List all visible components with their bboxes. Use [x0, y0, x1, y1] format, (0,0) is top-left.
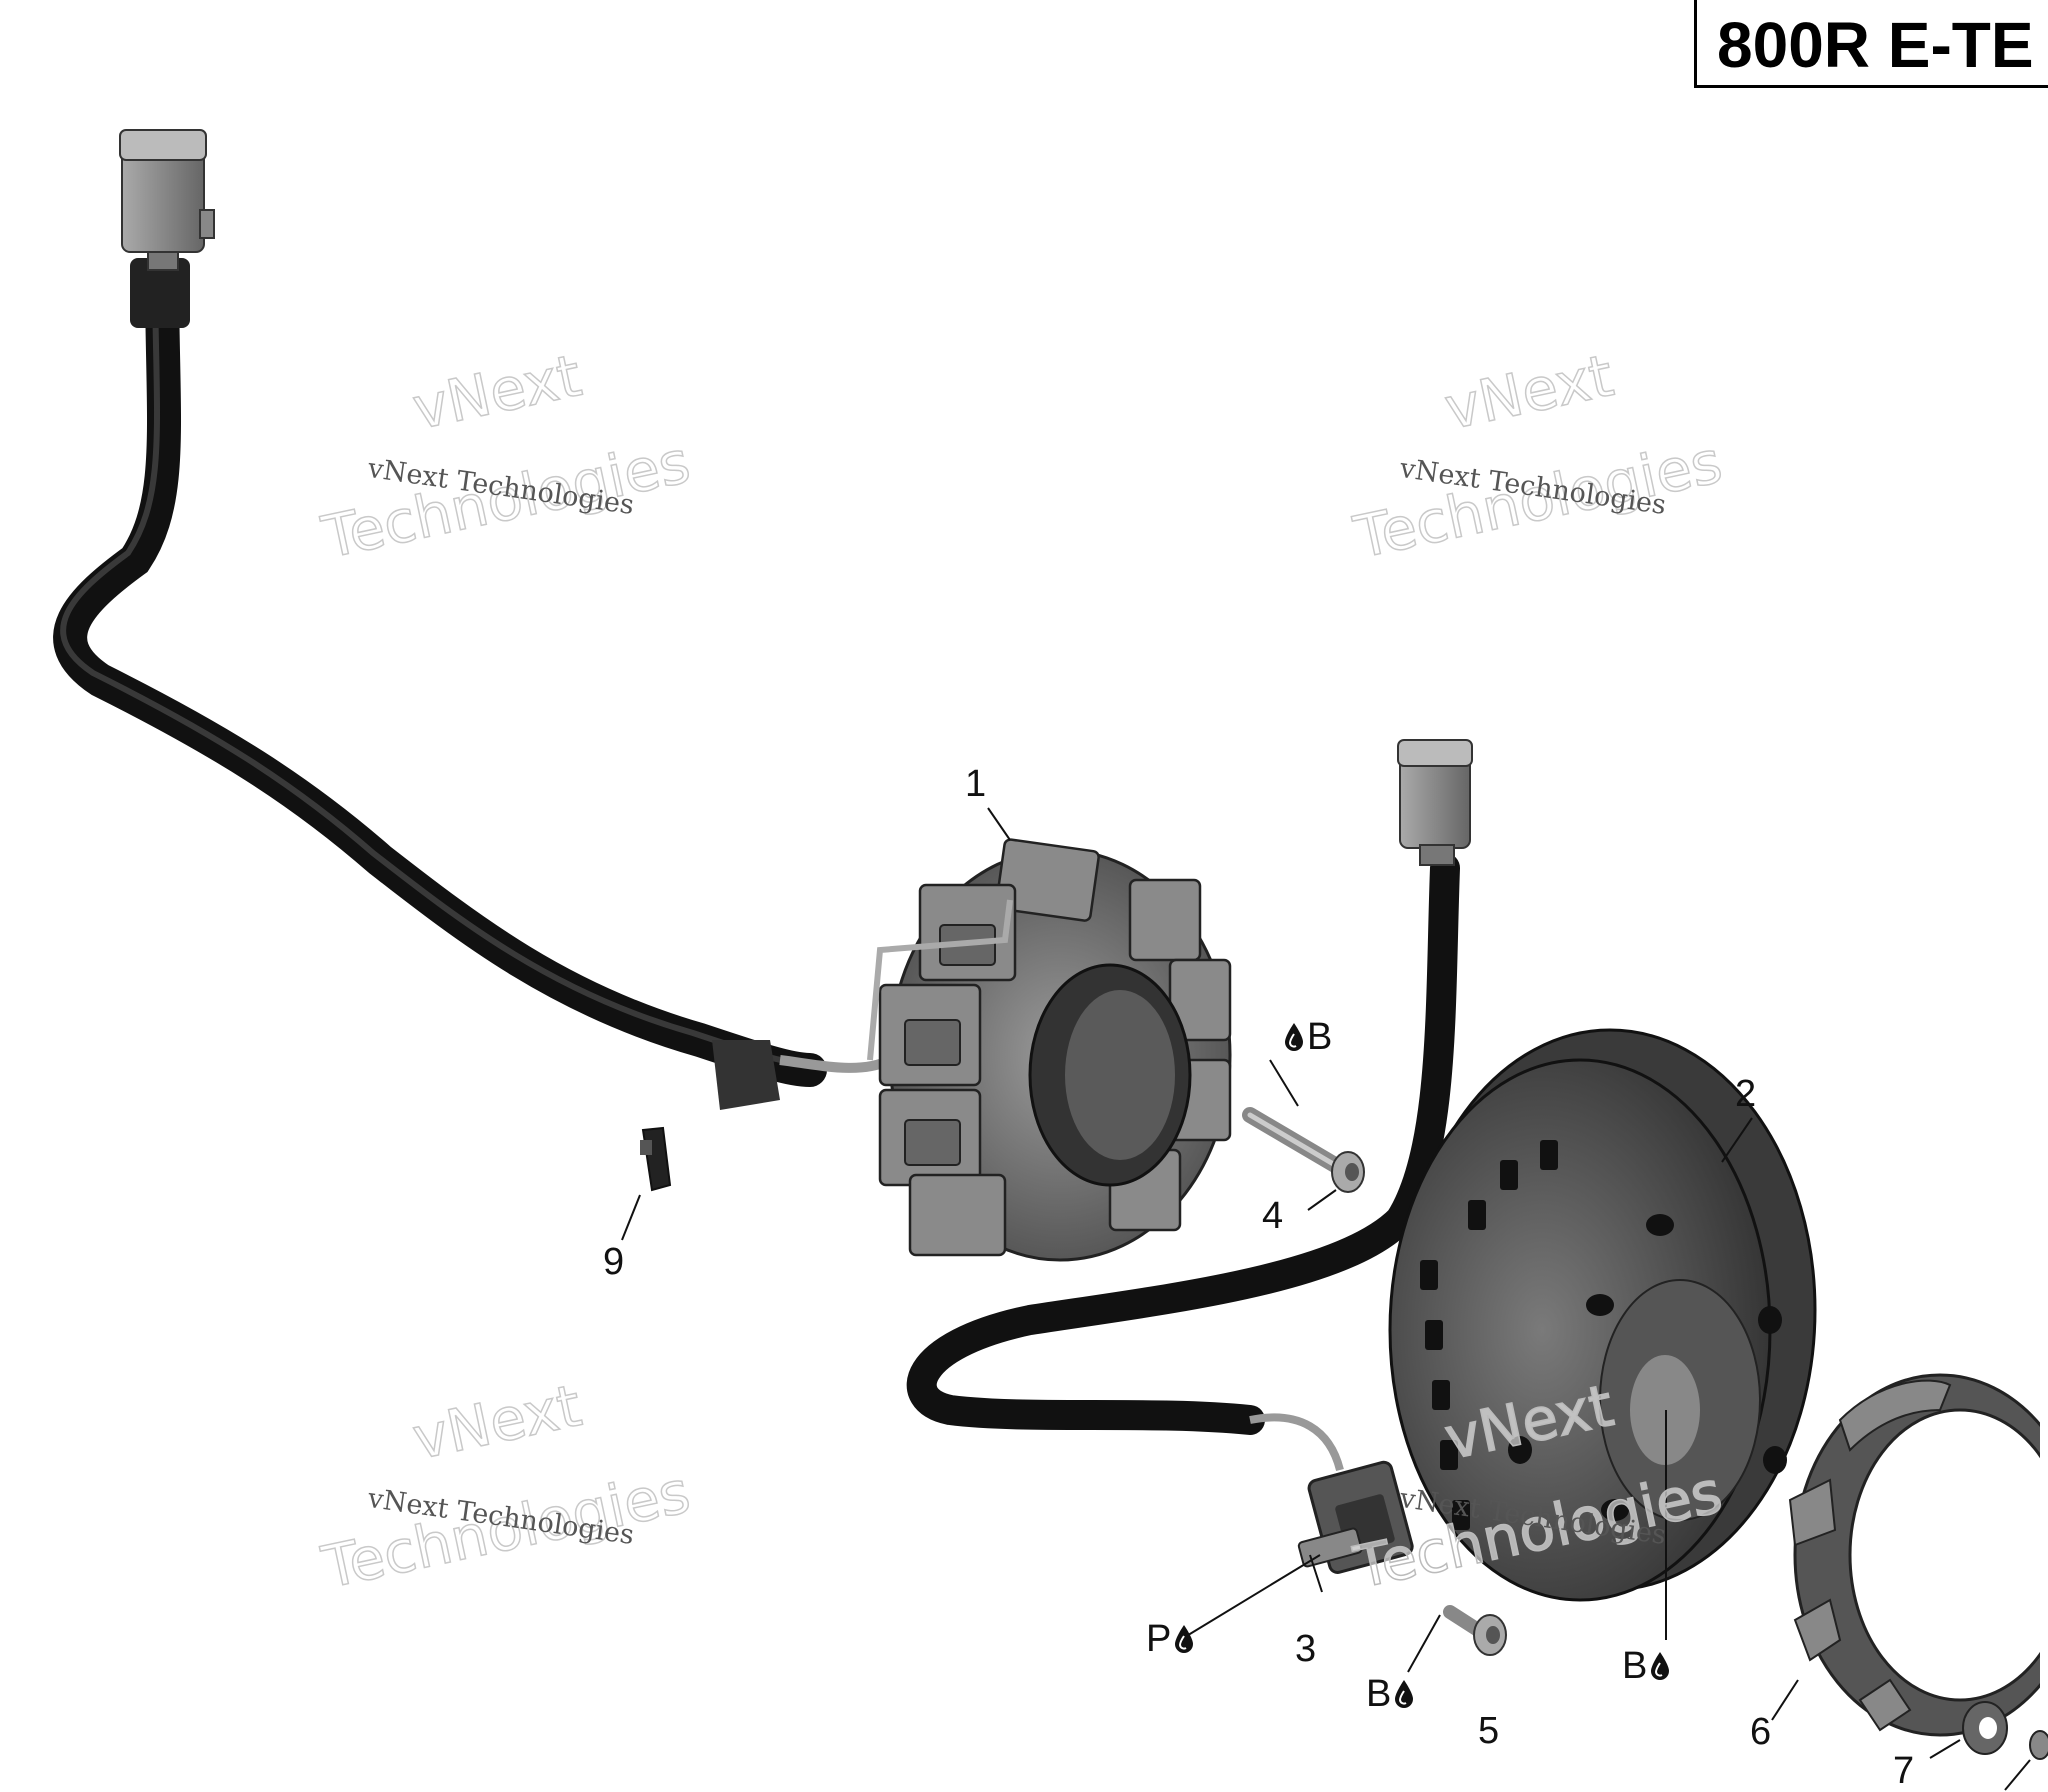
leader-lines — [621, 807, 2031, 1791]
note-label: B — [1366, 1673, 1392, 1715]
note-label: P — [1146, 1618, 1172, 1660]
liquid-drop-icon — [1651, 1652, 1670, 1680]
washer — [1962, 1701, 2048, 1760]
note-sensor-3: P — [1146, 1620, 1195, 1658]
liquid-drop-icon — [1175, 1625, 1194, 1653]
callout-2: 2 — [1735, 1073, 1757, 1115]
model-title-box: 800R E-TE — [1694, 0, 2048, 88]
note-screw-5: B — [1366, 1675, 1415, 1713]
note-bolt-4: B — [1283, 1018, 1332, 1056]
stator — [867, 838, 1232, 1262]
stator-screw — [1242, 1107, 1365, 1193]
note-label: B — [1622, 1645, 1648, 1687]
stator-harness-connector — [119, 129, 215, 271]
callout-7: 7 — [1893, 1750, 1915, 1792]
harness-clip — [640, 1126, 672, 1192]
sensor-screw — [1443, 1605, 1507, 1656]
crankshaft-position-sensor — [1297, 1460, 1414, 1574]
note-flywheel-center: B — [1622, 1647, 1671, 1685]
callout-1: 1 — [965, 763, 987, 805]
sensor-harness — [906, 739, 1473, 1472]
stator-harness — [53, 258, 974, 1110]
liquid-drop-icon — [1285, 1023, 1303, 1051]
note-label: B — [1307, 1016, 1333, 1058]
callout-3: 3 — [1295, 1628, 1317, 1670]
callout-9: 9 — [603, 1241, 625, 1283]
magneto-flywheel — [1388, 1028, 1817, 1602]
callout-4: 4 — [1262, 1195, 1284, 1237]
liquid-drop-icon — [1395, 1680, 1414, 1708]
trigger-wheel-ring — [1788, 1373, 2048, 1737]
callout-6: 6 — [1750, 1711, 1772, 1753]
callout-5: 5 — [1478, 1710, 1500, 1752]
model-title: 800R E-TE — [1717, 9, 2034, 81]
